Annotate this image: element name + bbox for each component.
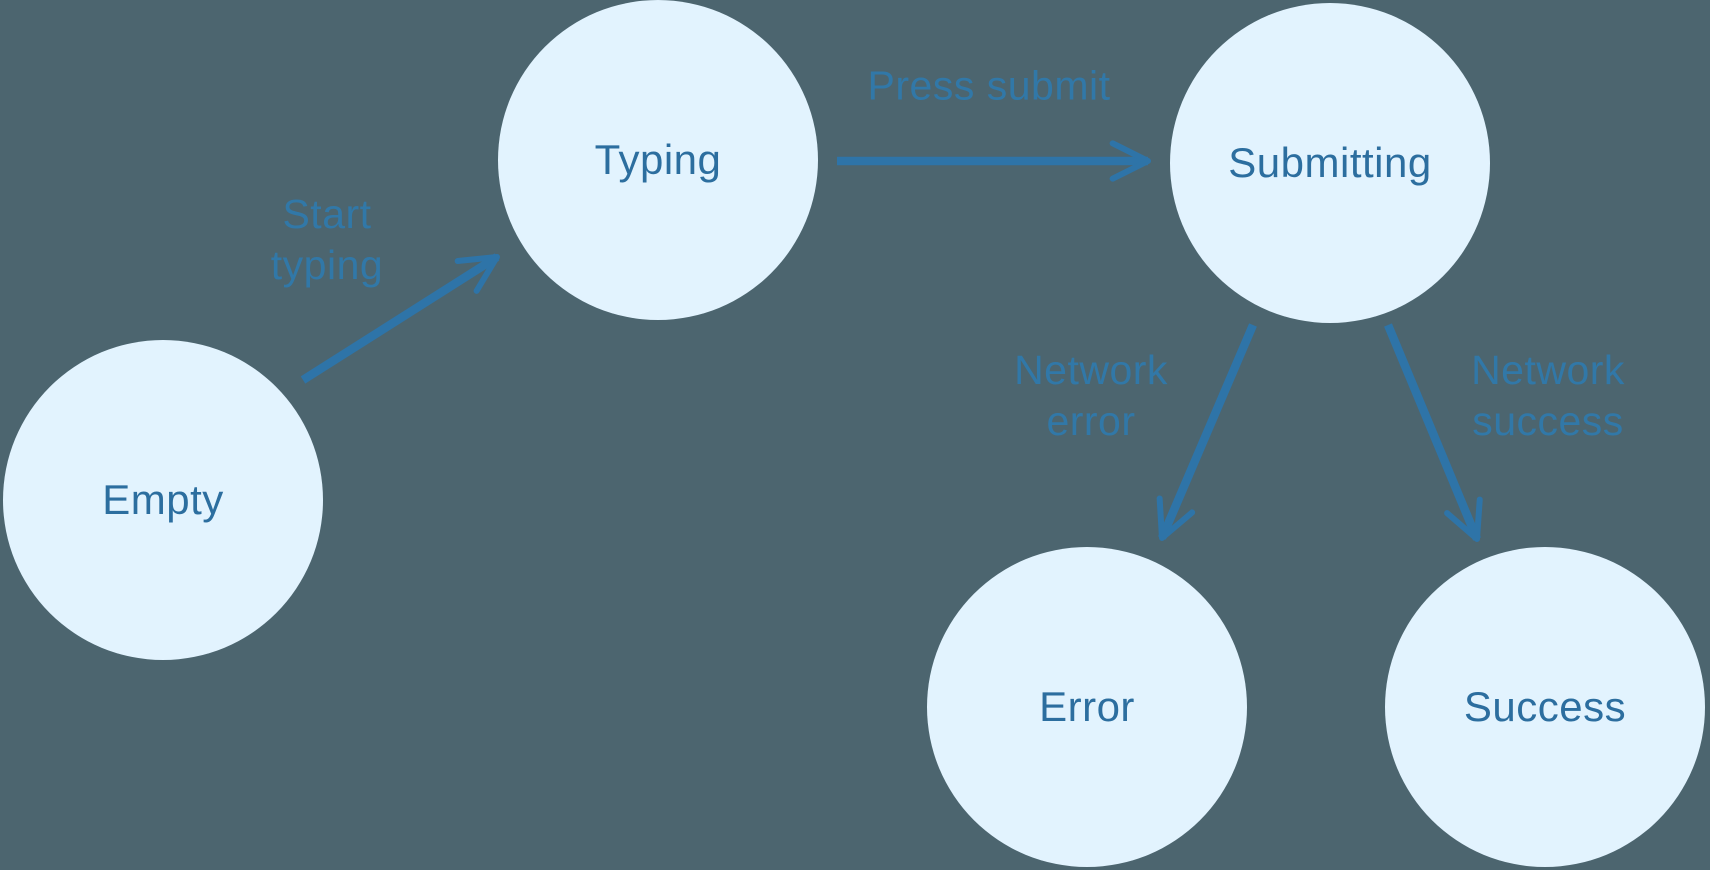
- transition-arrow-start-typing: [300, 253, 500, 384]
- state-node-typing: Typing: [498, 0, 818, 320]
- state-node-label-submitting: Submitting: [1228, 139, 1432, 186]
- state-node-label-success: Success: [1463, 683, 1627, 730]
- transition-arrow-network-error: [1156, 323, 1257, 541]
- transition-label-network-success: Network success: [1471, 346, 1625, 444]
- transition-arrow-network-success: [1384, 323, 1483, 542]
- transition-label-start-typing: Start typing: [270, 190, 384, 288]
- state-node-label-empty: Empty: [102, 476, 224, 523]
- state-node-success: Success: [1385, 547, 1705, 867]
- state-node-label-error: Error: [1039, 683, 1135, 730]
- state-node-error: Error: [927, 547, 1247, 867]
- state-node-label-typing: Typing: [594, 136, 722, 183]
- state-node-submitting: Submitting: [1170, 3, 1490, 323]
- transition-label-network-error: Network error: [1014, 346, 1168, 444]
- state-node-empty: Empty: [3, 340, 323, 660]
- transition-label-press-submit: Press submit: [867, 62, 1111, 109]
